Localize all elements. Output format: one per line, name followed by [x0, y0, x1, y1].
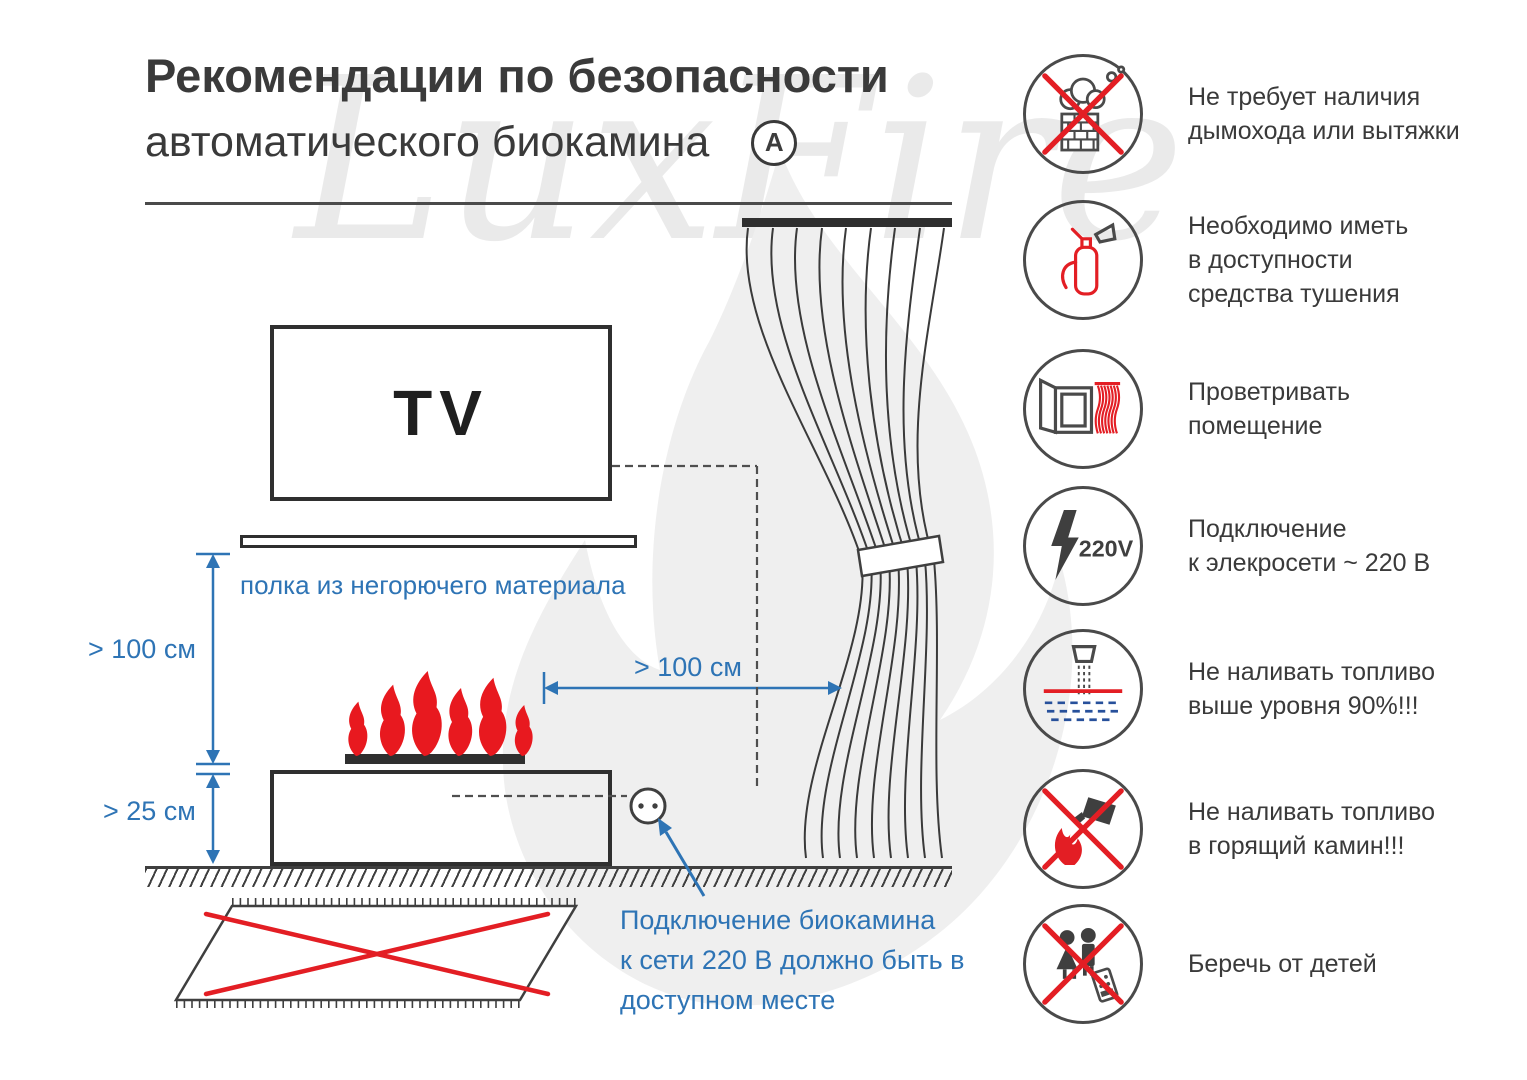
shelf	[240, 535, 637, 548]
rug	[173, 898, 579, 1008]
dim-arrow-shelf-height	[196, 552, 230, 766]
curtain-tieback	[856, 534, 945, 578]
safety-item-no-refill: Не наливать топливо в горящий камин!!!	[1023, 769, 1435, 889]
tv-box: TV	[270, 325, 612, 501]
no-chimney-icon	[1023, 54, 1143, 174]
fireplace-box	[270, 770, 612, 866]
dim-arrow-floor-clearance	[196, 772, 230, 852]
safety-item-power: 220V Подключение к элекросети ~ 220 В	[1023, 486, 1430, 606]
curtain	[742, 218, 952, 859]
safety-caption: Проветривать помещение	[1188, 378, 1350, 440]
shelf-label: полка из негорючего материала	[240, 570, 626, 600]
dim-label-curtain-distance: > 100 см	[634, 652, 742, 682]
page-subtitle-row: автоматического биокамина A	[145, 118, 798, 167]
safety-caption: Не требует наличия дымохода или вытяжки	[1188, 83, 1460, 145]
safety-caption: Беречь от детей	[1188, 950, 1377, 978]
safety-caption: Не наливать топливо выше уровня 90%!!!	[1188, 658, 1436, 720]
burner-strip	[345, 754, 525, 764]
keep-away-children-icon	[1023, 904, 1143, 1024]
no-rug-cross-icon	[203, 911, 551, 997]
circled-a-badge: A	[751, 119, 798, 166]
fire-extinguisher-icon	[1023, 200, 1143, 320]
flames-icon	[348, 671, 533, 756]
power-badge: 220V	[1079, 536, 1134, 562]
safety-caption: Подключение к элекросети ~ 220 В	[1188, 515, 1431, 577]
no-refill-burning-icon	[1023, 769, 1143, 889]
title-divider	[145, 202, 952, 205]
safety-item-no-chimney: Не требует наличия дымохода или вытяжки	[1023, 54, 1460, 174]
power-outlet-icon	[629, 787, 667, 825]
safety-caption: Не наливать топливо в горящий камин!!!	[1188, 798, 1436, 860]
outlet-note-line: доступном месте	[620, 985, 836, 1015]
dim-label-floor-clearance: > 25 см	[103, 796, 196, 826]
dim-label-shelf-height: > 100 см	[88, 634, 196, 664]
outlet-note: Подключение биокамина к сети 220 В должн…	[620, 900, 965, 1020]
page-title: Рекомендации по безопасности	[145, 49, 889, 102]
power-220v-icon: 220V	[1023, 486, 1143, 606]
outlet-note-line: Подключение биокамина	[620, 905, 936, 935]
safety-item-children: Беречь от детей	[1023, 904, 1377, 1024]
safety-item-fuel-level: Не наливать топливо выше уровня 90%!!!	[1023, 629, 1435, 749]
safety-caption: Необходимо иметь в доступности средства …	[1188, 212, 1409, 308]
safety-item-ventilation: Проветривать помещение	[1023, 349, 1350, 469]
ventilation-icon	[1023, 349, 1143, 469]
safety-item-extinguisher: Необходимо иметь в доступности средства …	[1023, 200, 1408, 320]
fuel-level-icon	[1023, 629, 1143, 749]
outlet-note-line: к сети 220 В должно быть в	[620, 945, 965, 975]
page-subtitle: автоматического биокамина	[145, 118, 710, 166]
